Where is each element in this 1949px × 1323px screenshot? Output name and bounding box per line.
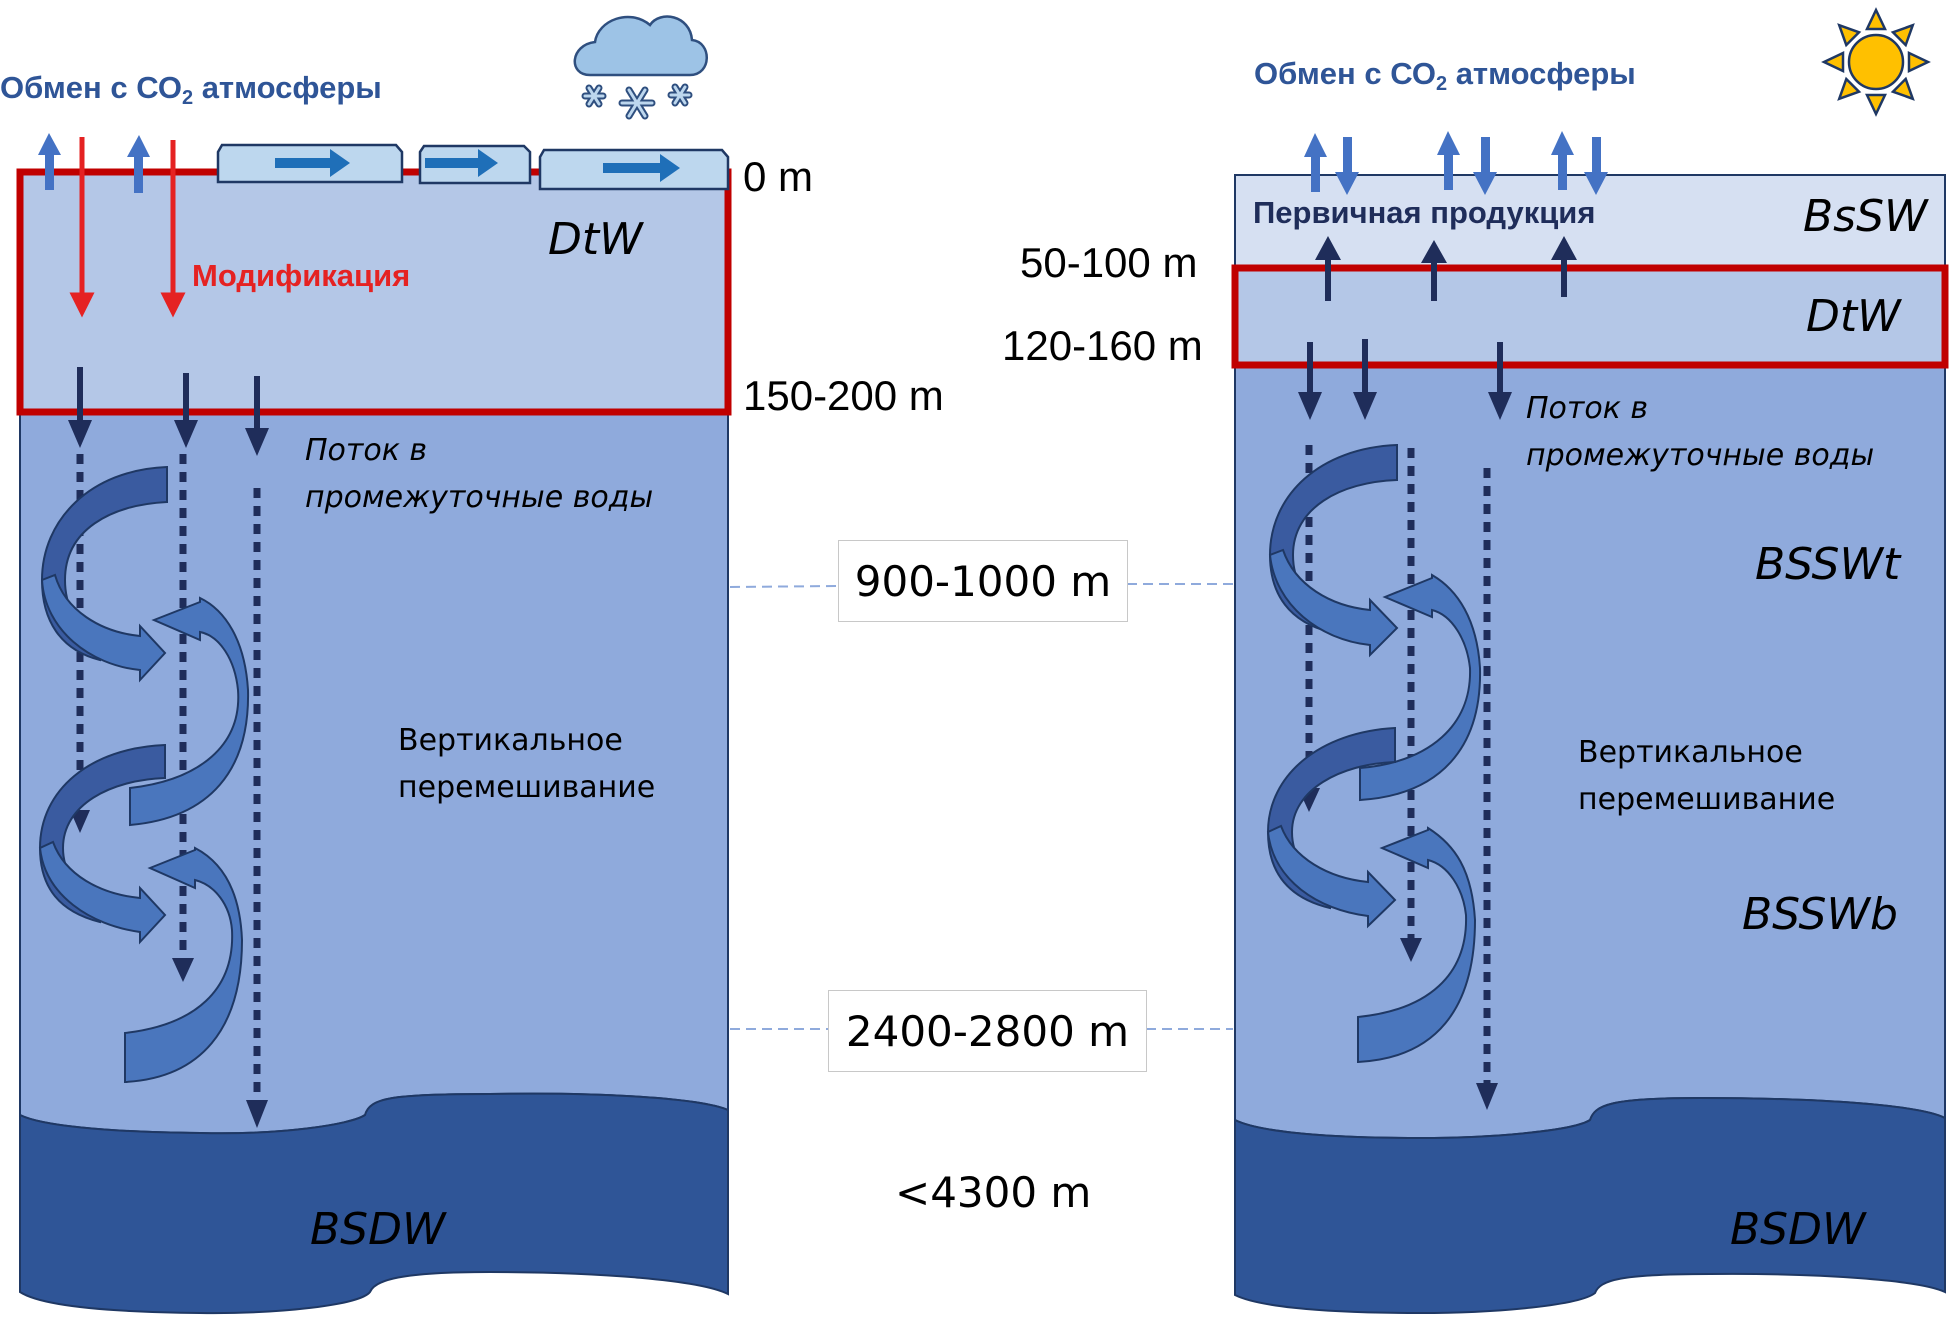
arrow-up-icon (1551, 236, 1577, 297)
spiral-segment (1266, 824, 1397, 929)
right-upwelling-arrows (1315, 236, 1577, 301)
arrowhead-down-icon (1476, 1083, 1498, 1110)
arrow-down-icon (245, 376, 269, 456)
right-layer-bsdw: BSDW (1730, 1204, 1866, 1255)
right-co2-exchange-label: Обмен с СО2 атмосферы (1254, 58, 1636, 94)
arrowhead-down-icon (246, 1100, 268, 1128)
arrow-down-icon (68, 367, 92, 448)
modification-label: Модификация (192, 258, 411, 293)
co2-label-suffix: атмосферы (1447, 56, 1636, 91)
left-mixing-label: Вертикальное перемешивание (398, 718, 655, 811)
spiral-segment (40, 573, 167, 683)
arrow-up-icon (38, 133, 61, 190)
flow-label-line1: Поток в (1526, 391, 1649, 426)
right-deep-layer (1234, 1096, 1946, 1315)
right-mixing-spiral (1266, 443, 1482, 1064)
mixing-label-line2: перемешивание (1578, 781, 1836, 817)
primary-production-label: Первичная продукция (1253, 195, 1596, 230)
right-mixing-label: Вертикальное перемешивание (1578, 730, 1835, 823)
right-dtw-frame (1231, 264, 1949, 369)
mixing-label-line1: Вертикальное (1578, 735, 1803, 770)
flow-label-line1: Поток в (305, 433, 428, 468)
left-co2-arrows (38, 133, 186, 318)
arrow-up-icon (127, 135, 150, 193)
arrow-up-icon (1304, 133, 1327, 192)
arrow-up-icon (1437, 131, 1460, 190)
left-deep-layer (19, 1092, 729, 1315)
sun-rays (1821, 7, 1931, 117)
arrow-up-icon (1551, 131, 1574, 190)
right-flow-label: Поток в промежуточные воды (1526, 386, 1874, 479)
depth-connector-lines (729, 583, 1233, 1030)
right-downflow-arrows (1298, 339, 1512, 420)
arrowhead-down-icon (1400, 938, 1422, 962)
arrow-right-icon (425, 149, 498, 177)
sun-disc (1847, 33, 1905, 91)
co2-subscript: 2 (1435, 73, 1448, 95)
arrow-right-icon (275, 149, 350, 177)
mixing-label-line2: перемешивание (398, 769, 656, 805)
right-dtw-layer (1235, 268, 1945, 365)
spiral-segment (38, 840, 167, 945)
arrow-down-icon (1353, 339, 1377, 420)
right-depth-bssw-bottom: 50-100 m (1020, 239, 1198, 286)
co2-subscript: 2 (181, 87, 194, 109)
sun-icon (1821, 7, 1931, 117)
mixing-label-line1: Вертикальное (398, 723, 623, 758)
left-mixing-spiral (38, 465, 250, 1084)
spiral-segment (124, 846, 244, 1084)
flow-label-line2: промежуточные воды (1526, 437, 1875, 473)
depth-box-lower: 2400-2800 m (828, 990, 1147, 1072)
sea-ice-floes (216, 143, 730, 191)
right-co2-arrows (1304, 131, 1608, 195)
arrow-down-icon (1335, 137, 1359, 195)
arrowhead-down-icon (172, 958, 194, 982)
arrowhead-down-icon (70, 810, 90, 833)
left-depth-surface: 0 m (743, 153, 814, 200)
left-co2-exchange-label: Обмен с СО2 атмосферы (0, 72, 382, 108)
drift-arrows (275, 149, 680, 182)
arrow-down-icon (1298, 342, 1322, 420)
co2-label-prefix: Обмен с СО (0, 70, 182, 105)
max-depth-label: <4300 m (895, 1168, 1092, 1217)
arrow-down-icon (1584, 137, 1608, 195)
left-layer-dtw: DtW (548, 214, 643, 265)
depth-box-upper: 900-1000 m (838, 540, 1128, 622)
flow-label-line2: промежуточные воды (305, 479, 654, 515)
arrow-down-icon (174, 373, 198, 448)
right-layer-bsswb: BSSWb (1742, 889, 1898, 940)
left-depth-dtw-bottom: 150-200 m (743, 372, 944, 419)
left-water-column (16, 168, 732, 1315)
right-depth-dtw-bottom: 120-160 m (1002, 322, 1203, 369)
spiral-segment (129, 596, 250, 827)
arrow-up-icon (1421, 240, 1447, 301)
arrow-down-icon (1473, 137, 1497, 195)
arrow-right-icon (603, 154, 680, 182)
co2-label-prefix: Обмен с СО (1254, 56, 1436, 91)
cloud-snow-icon (573, 15, 708, 120)
left-dtw-layer (20, 172, 728, 412)
left-dotted-arrowheads (70, 810, 268, 1128)
spiral-segment (1359, 573, 1482, 802)
spiral-segment (1357, 826, 1477, 1064)
left-downflow-arrows (68, 367, 269, 456)
right-layer-bsswt: BSSWt (1755, 539, 1901, 590)
arrow-up-icon (1315, 236, 1341, 301)
right-layer-bssw: BsSW (1803, 191, 1928, 242)
spiral-segment (1268, 548, 1399, 658)
arrow-down-icon (1488, 342, 1512, 420)
cloud-icon (573, 15, 708, 77)
connector-900-left (729, 585, 839, 588)
right-layer-dtw: DtW (1806, 291, 1901, 342)
left-layer-bsdw: BSDW (310, 1204, 446, 1255)
co2-label-suffix: атмосферы (193, 70, 382, 105)
left-flow-label: Поток в промежуточные воды (305, 428, 653, 521)
